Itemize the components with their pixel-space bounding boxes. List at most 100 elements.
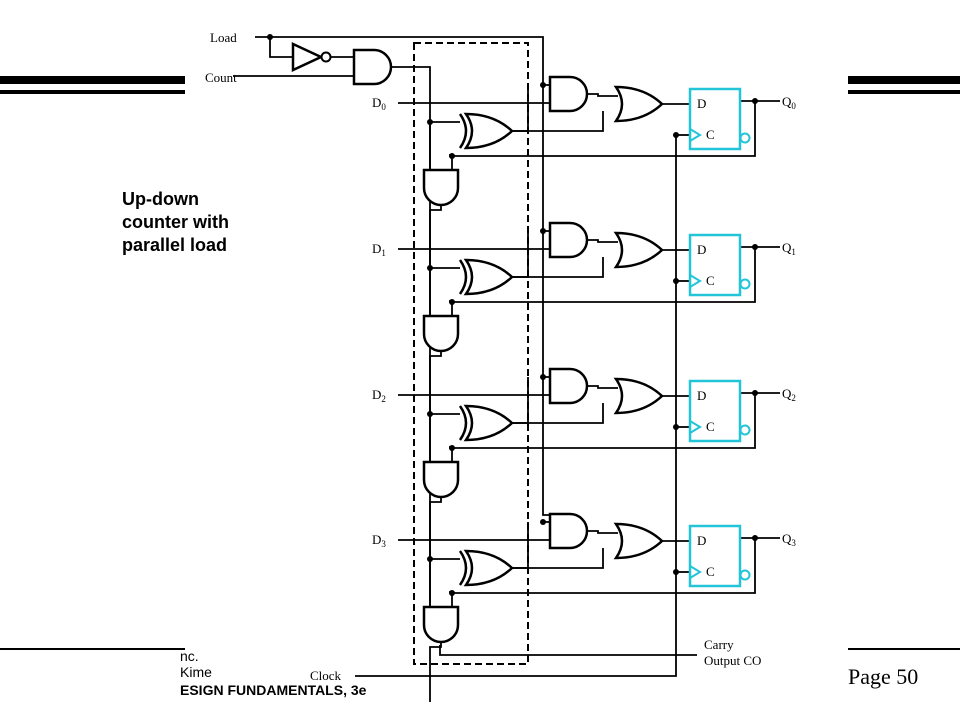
junction-dot [673, 569, 679, 575]
junction-dots [267, 34, 758, 596]
junction-dot [752, 244, 758, 250]
bottom-right-line [848, 648, 960, 650]
footer-book-title: ESIGN FUNDAMENTALS, 3e [180, 682, 367, 698]
cascade-and-gate-3 [422, 605, 460, 644]
load-line [255, 36, 550, 516]
junction-dot [673, 424, 679, 430]
clock-label: Clock [310, 668, 342, 683]
enable-and-gate [352, 48, 393, 86]
or-gate-2 [614, 377, 664, 415]
top-left-bar-2 [0, 90, 185, 94]
d-flip-flop-1 [688, 233, 742, 297]
data-input-label-3: D3 [372, 532, 386, 549]
carry-line [439, 645, 697, 656]
junction-dot [673, 132, 679, 138]
and-to-or-3 [587, 530, 618, 534]
ff-clock-marker-2 [689, 420, 702, 434]
d-flip-flop-3 [688, 524, 742, 588]
xor-to-and-0 [512, 85, 529, 132]
ff-clock-marker-1 [689, 274, 702, 288]
cascade-out-2 [429, 497, 442, 557]
junction-dot [427, 556, 433, 562]
cascade-and-gate-1 [422, 314, 460, 353]
and-to-or-1 [587, 239, 618, 243]
top-right-bar-1 [848, 76, 960, 84]
count-enable-line [391, 66, 431, 625]
junction-dot [427, 411, 433, 417]
junction-dot [752, 390, 758, 396]
load-and-gate-3 [548, 512, 589, 550]
junction-dot [449, 445, 455, 451]
or-gate-0 [614, 85, 664, 123]
cascade-and-gate-2 [422, 460, 460, 499]
xor-to-and-3 [512, 522, 529, 569]
diagram-caption: Up-down counter with parallel load [122, 188, 282, 257]
ff-qbar-bubble-1 [739, 278, 751, 290]
junction-dot [540, 519, 546, 525]
d-flip-flop-2 [688, 379, 742, 443]
ff-qbar-bubble-2 [739, 424, 751, 436]
ff-c-label-1: C [706, 273, 715, 288]
data-input-label-0: D0 [372, 95, 386, 112]
dashed-control-box [413, 42, 529, 665]
cascade-out-3 [429, 642, 442, 702]
output-label-2: Q2 [782, 386, 796, 403]
xor-to-or-0 [512, 111, 604, 132]
xor-gate-2 [458, 404, 514, 442]
top-right-bar-2 [848, 90, 960, 94]
ff-d-label-0: D [697, 96, 706, 111]
or-gate-3 [614, 522, 664, 560]
xor-to-or-1 [512, 257, 604, 278]
ff-d-label-2: D [697, 388, 706, 403]
ff-d-label-3: D [697, 533, 706, 548]
cascade-out-0 [429, 205, 442, 265]
junction-dot [752, 98, 758, 104]
ff-c-label-0: C [706, 127, 715, 142]
xor-to-and-2 [512, 377, 529, 424]
d-flip-flop-0 [688, 87, 742, 151]
load-label: Load [210, 30, 237, 45]
junction-dot [540, 228, 546, 234]
data-input-label-1: D1 [372, 241, 386, 258]
cascade-out-1 [429, 351, 442, 411]
xor-gate-3 [458, 549, 514, 587]
page-number: Page 50 [848, 664, 919, 689]
cascade-and-gate-0 [422, 168, 460, 207]
xor-to-or-2 [512, 403, 604, 424]
ff-clock-marker-0 [689, 128, 702, 142]
junction-dot [267, 34, 273, 40]
carry-label-1: Carry [704, 637, 734, 652]
carry-label-2: Output CO [704, 653, 761, 668]
junction-dot [427, 265, 433, 271]
ff-c-label-3: C [706, 564, 715, 579]
xor-to-or-3 [512, 548, 604, 569]
output-label-1: Q1 [782, 240, 796, 257]
xor-gate-0 [458, 112, 514, 150]
load-and-gate-1 [548, 221, 589, 259]
ff-qbar-bubble-0 [739, 132, 751, 144]
footer-author-fragment: Kime [180, 664, 212, 680]
clock-line [355, 135, 677, 677]
caption-line-2: counter with [122, 212, 229, 232]
load-and-gate-0 [548, 75, 589, 113]
footer-publisher-fragment: nc. [180, 648, 199, 664]
junction-dot [449, 590, 455, 596]
xor-gate-1 [458, 258, 514, 296]
count-label: Count [205, 70, 237, 85]
bottom-left-line [0, 648, 185, 650]
ff-d-label-1: D [697, 242, 706, 257]
or-gate-1 [614, 231, 664, 269]
not-bubble [320, 51, 332, 63]
junction-dot [673, 278, 679, 284]
junction-dot [449, 299, 455, 305]
ff-clock-marker-3 [689, 565, 702, 579]
logic-gates [291, 42, 751, 644]
not-gate [291, 42, 324, 72]
and-to-or-0 [587, 93, 618, 97]
junction-dot [752, 535, 758, 541]
load-and-gate-2 [548, 367, 589, 405]
data-input-label-2: D2 [372, 387, 386, 404]
junction-dot [427, 119, 433, 125]
